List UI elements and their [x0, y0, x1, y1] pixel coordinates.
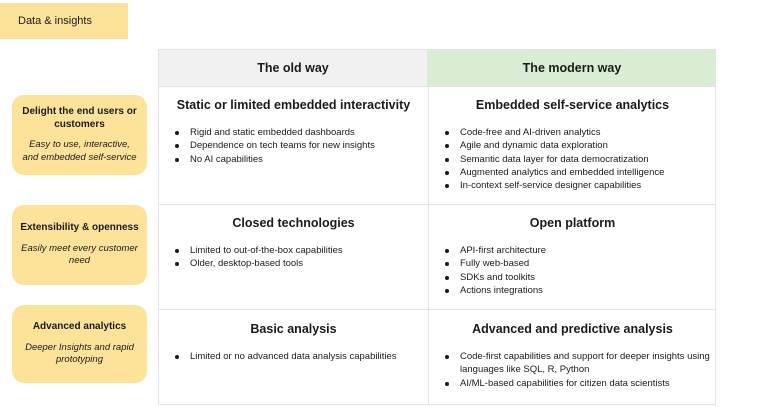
cell-title: Basic analysis — [250, 322, 337, 336]
feature-list: Rigid and static embedded dashboards Dep… — [159, 126, 428, 166]
list-item: Rigid and static embedded dashboards — [175, 126, 428, 139]
cell-title: Static or limited embedded interactivity — [176, 98, 411, 112]
feature-list: Limited or no advanced data analysis cap… — [159, 350, 428, 363]
list-item: Agile and dynamic data exploration — [445, 139, 716, 152]
row-label-title: Extensibility & openness — [20, 222, 139, 234]
row-label-extensibility: Extensibility & openness Easily meet eve… — [12, 205, 147, 285]
list-item: Older, desktop-based tools — [175, 257, 428, 270]
cell-new-delight: Embedded self-service analytics Code-fre… — [429, 98, 716, 192]
row-label-title: Advanced analytics — [32, 321, 127, 333]
list-item: Code-first capabilities and support for … — [445, 350, 716, 377]
row-label-advanced-analytics: Advanced analytics Deeper Insights and r… — [12, 305, 147, 383]
list-item: Dependence on tech teams for new insight… — [175, 139, 428, 152]
list-item: No AI capabilities — [175, 153, 428, 166]
row-divider — [159, 204, 715, 205]
feature-list: Code-first capabilities and support for … — [429, 350, 716, 390]
row-label-subtitle: Deeper Insights and rapid prototyping — [25, 341, 134, 366]
list-item: Actions integrations — [445, 284, 716, 297]
list-item: Limited or no advanced data analysis cap… — [175, 350, 428, 363]
row-label-subtitle: Easy to use, interactive, and embedded s… — [22, 139, 137, 163]
feature-list: Limited to out-of-the-box capabilities O… — [159, 244, 428, 271]
cell-title: Embedded self-service analytics — [475, 98, 670, 112]
cell-old-delight: Static or limited embedded interactivity… — [159, 98, 428, 166]
cell-title: Open platform — [529, 216, 616, 230]
column-divider — [428, 87, 429, 405]
column-header-modern-way: The modern way — [428, 50, 716, 87]
cell-title: Closed technologies — [232, 216, 355, 230]
feature-list: API-first architecture Fully web-based S… — [429, 244, 716, 297]
row-label-delight: Delight the end users or customers Easy … — [12, 95, 147, 175]
column-header-old-way: The old way — [159, 50, 428, 87]
row-label-title: Delight the end users or customers — [22, 106, 137, 130]
list-item: SDKs and toolkits — [445, 271, 716, 284]
list-item: Fully web-based — [445, 257, 716, 270]
list-item: API-first architecture — [445, 244, 716, 257]
row-label-subtitle: Easily meet every customer need — [21, 242, 138, 267]
list-item: Semantic data layer for data democratiza… — [445, 153, 716, 166]
list-item: In-context self-service designer capabil… — [445, 179, 716, 192]
cell-old-extensibility: Closed technologies Limited to out-of-th… — [159, 216, 428, 271]
cell-new-advanced: Advanced and predictive analysis Code-fi… — [429, 322, 716, 390]
section-tag: Data & insights — [0, 3, 128, 39]
comparison-table: The old way The modern way Static or lim… — [158, 49, 716, 405]
row-divider — [159, 309, 715, 310]
cell-title: Advanced and predictive analysis — [472, 322, 673, 336]
list-item: AI/ML-based capabilities for citizen dat… — [445, 377, 716, 390]
list-item: Augmented analytics and embedded intelli… — [445, 166, 716, 179]
list-item: Code-free and AI-driven analytics — [445, 126, 716, 139]
cell-new-extensibility: Open platform API-first architecture Ful… — [429, 216, 716, 297]
feature-list: Code-free and AI-driven analytics Agile … — [429, 126, 716, 192]
cell-old-advanced: Basic analysis Limited or no advanced da… — [159, 322, 428, 363]
list-item: Limited to out-of-the-box capabilities — [175, 244, 428, 257]
